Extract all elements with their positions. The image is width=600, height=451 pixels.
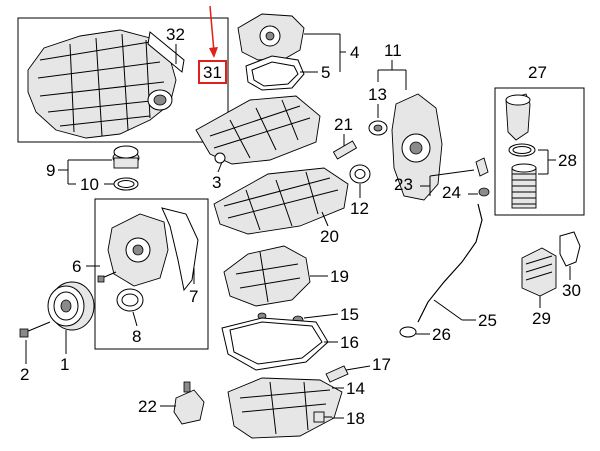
callout-25: 25 xyxy=(478,311,497,330)
filter-o-ring xyxy=(508,143,536,157)
heat-shield xyxy=(325,365,349,383)
cap-seal xyxy=(113,177,139,191)
callout-12: 12 xyxy=(350,199,369,218)
callout-21: 21 xyxy=(334,115,353,134)
dipstick xyxy=(475,157,489,177)
callout-17: 17 xyxy=(372,355,391,374)
oil-filter-housing xyxy=(505,93,531,141)
valve-cover xyxy=(195,95,321,165)
highlight-arrowhead xyxy=(209,47,218,58)
callout-3: 3 xyxy=(212,173,221,192)
upper-timing-cover xyxy=(237,13,305,61)
callout-28: 28 xyxy=(558,151,577,170)
callout-14: 14 xyxy=(346,379,365,398)
callout-11: 11 xyxy=(384,41,402,60)
oil-filter-element xyxy=(511,163,537,209)
callout-13: 13 xyxy=(368,85,387,104)
timing-case-cover xyxy=(391,93,443,201)
callout-24: 24 xyxy=(442,183,461,202)
tube-seal xyxy=(399,326,417,338)
oil-cooler xyxy=(521,247,557,297)
callout-32: 32 xyxy=(166,25,185,44)
oil-filter-group-box xyxy=(494,87,585,216)
callout-8: 8 xyxy=(132,327,141,346)
intake-manifold-group-box xyxy=(17,17,229,143)
callout-26: 26 xyxy=(432,325,451,344)
dipstick-tube xyxy=(417,203,483,323)
callout-31: 31 xyxy=(203,63,222,82)
oil-baffle xyxy=(223,245,311,307)
crankshaft-pulley xyxy=(47,281,95,331)
callout-10: 10 xyxy=(80,175,99,194)
oil-pan-gasket xyxy=(221,317,329,371)
callout-31-highlight-box xyxy=(198,60,227,84)
callout-7: 7 xyxy=(189,287,198,306)
callout-19: 19 xyxy=(330,267,349,286)
callout-2: 2 xyxy=(20,365,29,384)
crank-seal xyxy=(116,288,144,312)
callout-20: 20 xyxy=(320,227,339,246)
cylinder-head xyxy=(213,167,349,235)
cover-gasket xyxy=(245,55,305,91)
front-cover-gasket xyxy=(161,207,199,292)
callout-15: 15 xyxy=(340,305,359,324)
oil-level-sensor xyxy=(173,381,205,425)
oil-pan xyxy=(227,377,343,439)
intake-manifold xyxy=(27,29,177,139)
camshaft-seal xyxy=(349,164,371,184)
callout-23: 23 xyxy=(394,175,413,194)
callout-18: 18 xyxy=(346,409,365,428)
drain-plug-bolt xyxy=(313,411,332,423)
cover-bolt xyxy=(97,271,117,283)
dipstick-seal xyxy=(478,187,490,197)
callout-22: 22 xyxy=(138,397,157,416)
bracket xyxy=(332,140,358,160)
oil-filler-cap xyxy=(112,145,140,169)
callout-16: 16 xyxy=(340,333,359,352)
cooler-gasket xyxy=(559,231,581,267)
front-timing-cover xyxy=(107,213,169,287)
callout-27: 27 xyxy=(528,63,547,82)
callout-9: 9 xyxy=(46,161,55,180)
callout-29: 29 xyxy=(532,309,551,328)
camshaft-seal-small xyxy=(368,120,388,136)
pulley-bolt xyxy=(19,321,51,338)
front-cover-group-box xyxy=(94,198,209,350)
callout-30: 30 xyxy=(562,281,581,300)
callout-5: 5 xyxy=(321,63,330,82)
intake-gasket xyxy=(147,31,185,73)
callout-4: 4 xyxy=(350,43,359,62)
callout-6: 6 xyxy=(72,257,81,276)
highlight-arrow xyxy=(209,5,215,53)
callout-1: 1 xyxy=(60,355,69,374)
